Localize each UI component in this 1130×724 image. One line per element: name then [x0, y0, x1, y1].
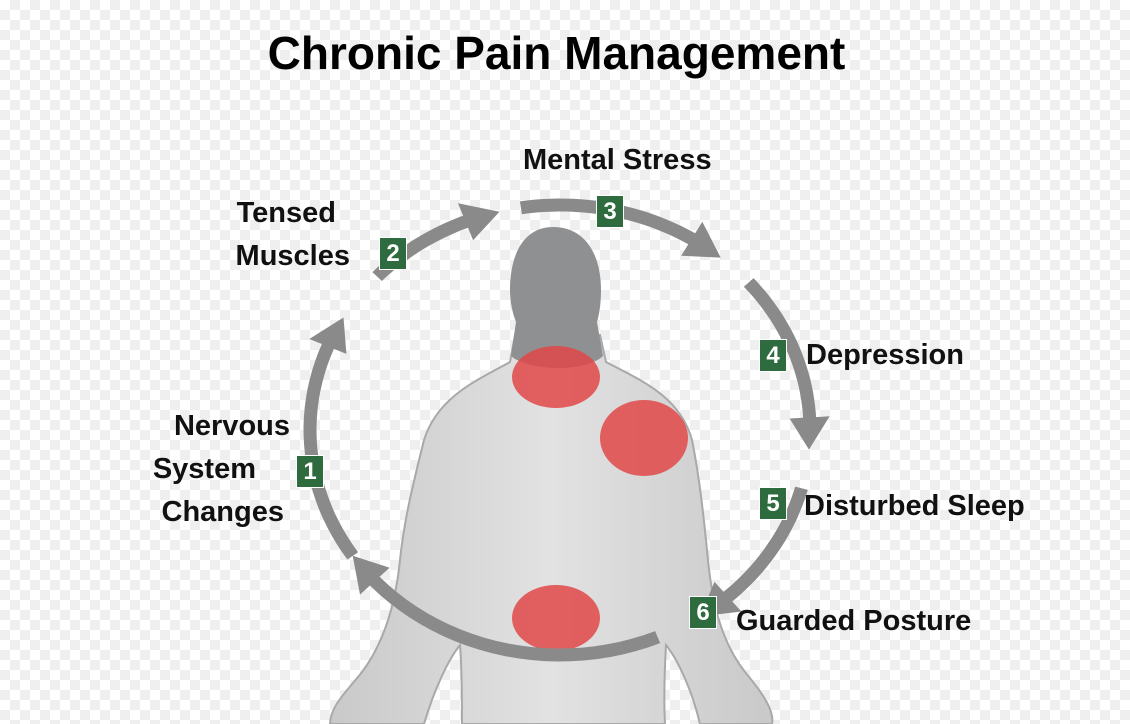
cycle-arrow-4: [743, 278, 830, 450]
step-badge-6: 6: [689, 596, 717, 629]
step-1-line-2: System: [152, 453, 256, 485]
step-label-mental-stress: Mental Stress: [523, 144, 712, 176]
step-2-line-2: Muscles: [235, 240, 350, 272]
pain-spot-shoulder: [600, 400, 688, 476]
step-1-line-3: Changes: [161, 496, 284, 528]
step-label-guarded-posture: Guarded Posture: [736, 605, 972, 637]
head-neck: [510, 227, 603, 368]
step-1-line-1: Nervous: [173, 410, 290, 442]
step-label-nervous-system-changes: Nervous System Changes: [120, 405, 290, 534]
step-label-disturbed-sleep: Disturbed Sleep: [804, 490, 1025, 522]
step-badge-1: 1: [296, 455, 324, 488]
step-badge-3: 3: [596, 195, 624, 228]
pain-spot-lower-back: [512, 585, 600, 651]
step-badge-2: 2: [379, 237, 407, 270]
step-2-line-1: Tensed: [236, 197, 336, 229]
cycle-arrow-1: [303, 317, 359, 560]
page-title: Chronic Pain Management: [267, 27, 846, 79]
cycle-arrow-6: [352, 555, 661, 662]
step-badge-5: 5: [759, 487, 787, 520]
pain-spot-upper-back: [512, 346, 600, 408]
step-label-tensed-muscles: Tensed Muscles: [190, 192, 350, 278]
pain-spots: [512, 346, 688, 651]
step-label-depression: Depression: [806, 339, 964, 371]
step-badge-4: 4: [759, 339, 787, 372]
